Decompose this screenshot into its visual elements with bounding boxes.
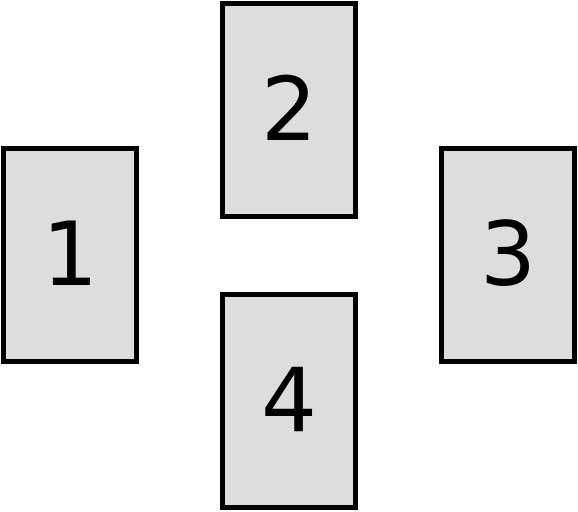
- card-4-label: 4: [261, 349, 317, 452]
- card-1-label: 1: [42, 203, 98, 306]
- card-3[interactable]: 3: [439, 146, 577, 364]
- card-2-label: 2: [261, 58, 317, 161]
- card-4[interactable]: 4: [220, 292, 358, 510]
- card-3-label: 3: [480, 203, 536, 306]
- card-2[interactable]: 2: [220, 1, 358, 219]
- card-1[interactable]: 1: [1, 146, 139, 364]
